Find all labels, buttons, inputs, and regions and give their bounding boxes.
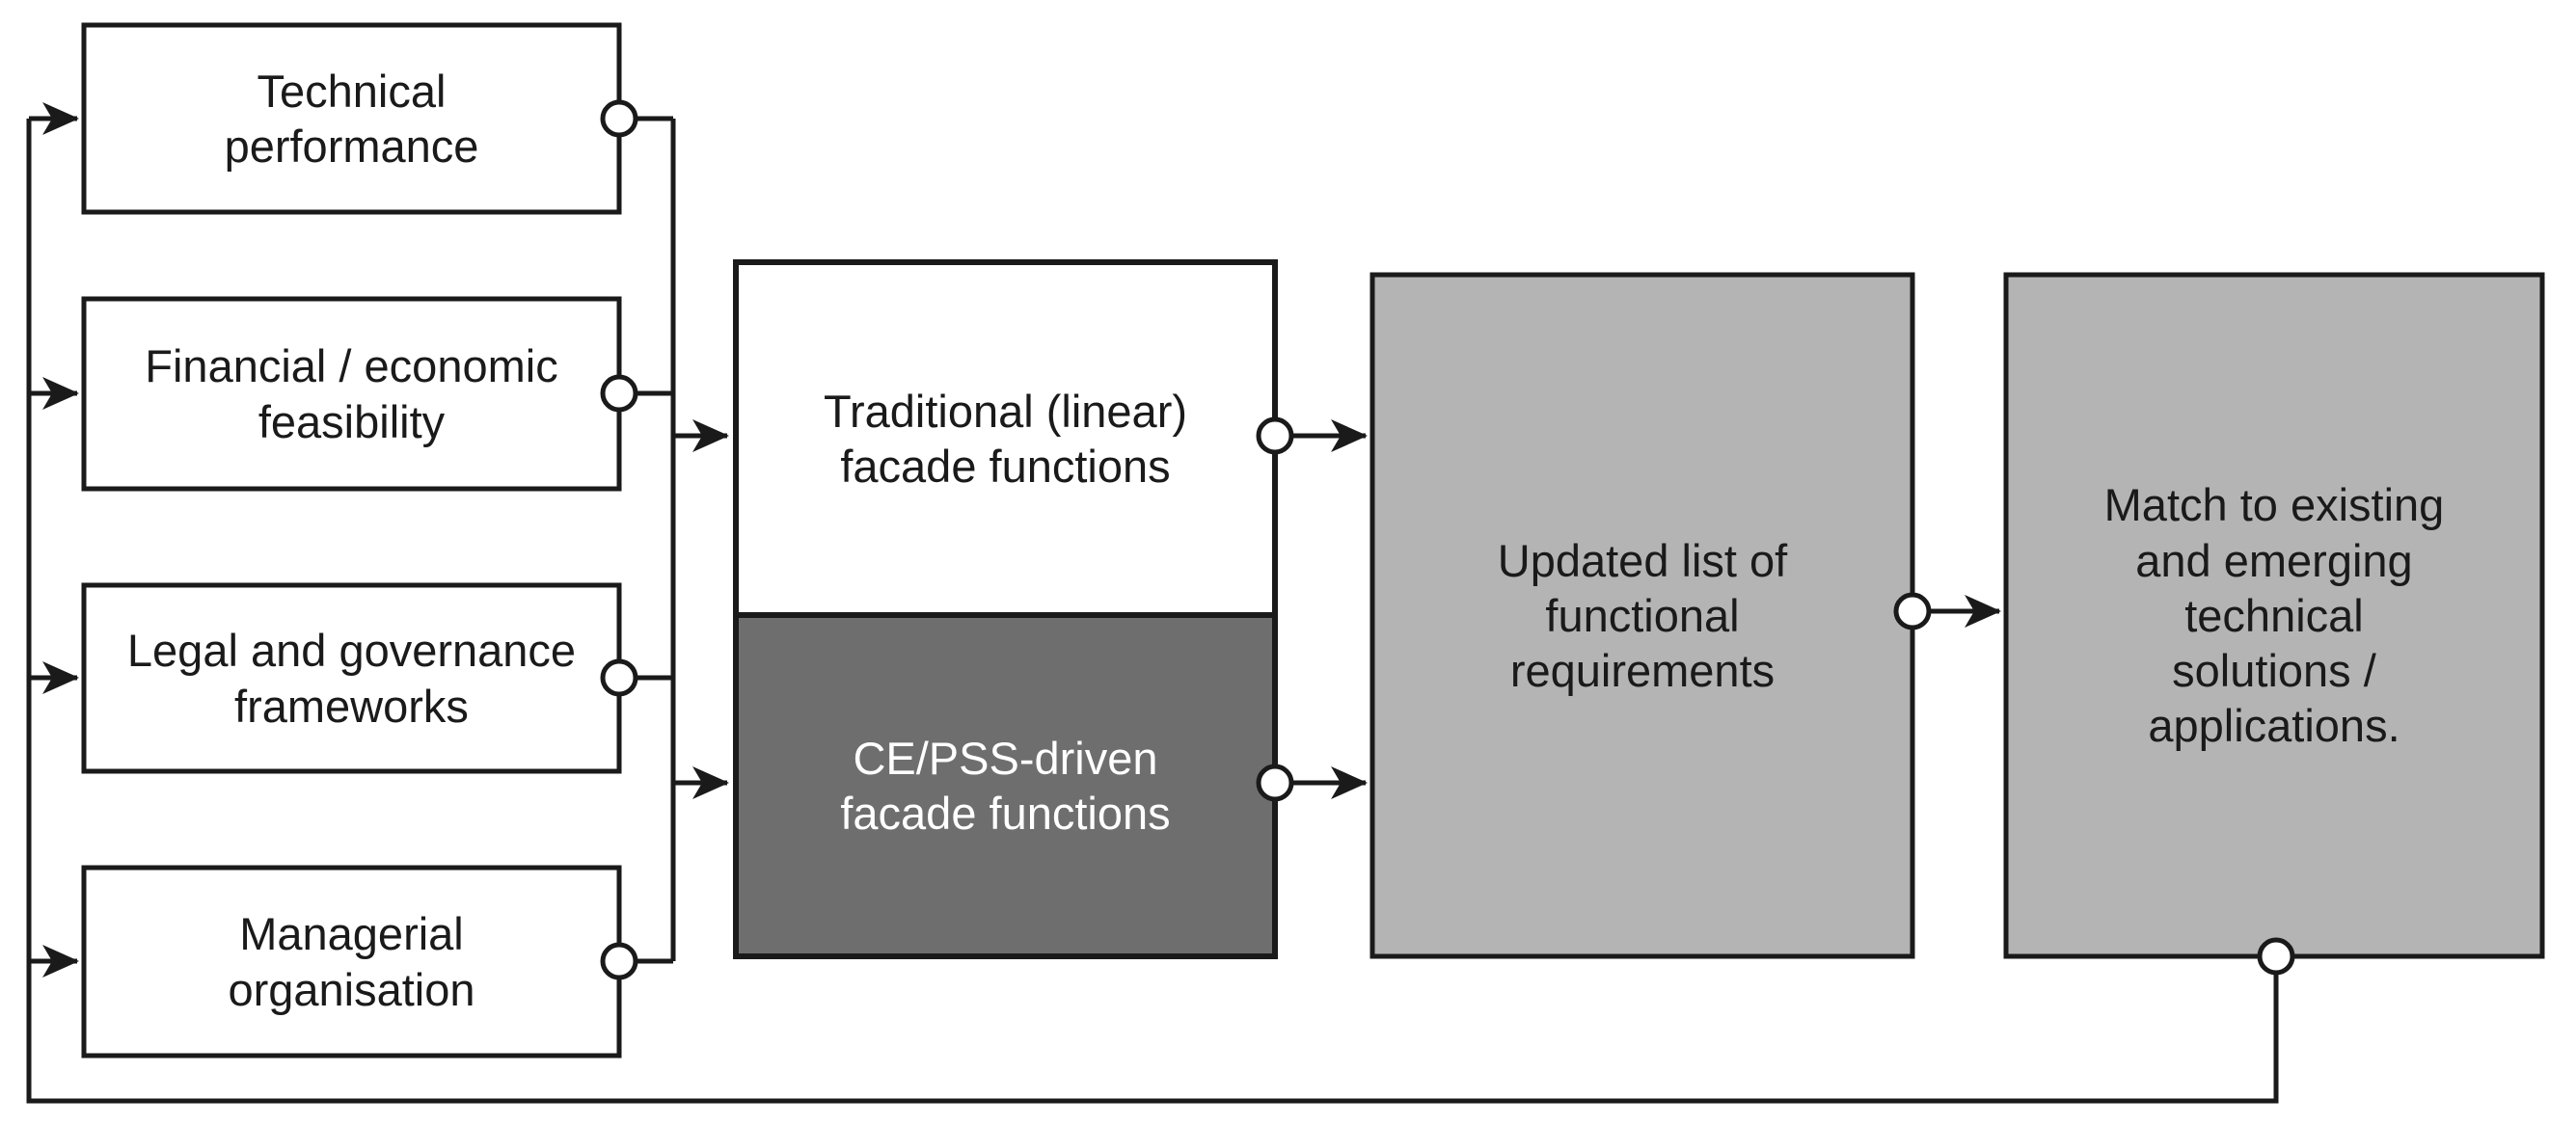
cepss-functions-box xyxy=(733,612,1278,959)
match-box xyxy=(2003,272,2545,959)
port-circle-legal-governance xyxy=(600,658,638,697)
legal-governance-box xyxy=(81,582,622,774)
updated-list-box xyxy=(1369,272,1915,959)
port-circle-updated-list xyxy=(1893,592,1932,630)
port-circle-cepss-functions xyxy=(1256,764,1294,802)
port-circle-match-feedback xyxy=(2257,937,2295,976)
port-circle-managerial xyxy=(600,942,638,980)
port-circle-financial-economic xyxy=(600,374,638,413)
feedback-loop-line xyxy=(26,119,2279,1104)
managerial-box xyxy=(81,865,622,1059)
financial-economic-box xyxy=(81,296,622,492)
technical-performance-box xyxy=(81,22,622,215)
port-circle-traditional-functions xyxy=(1256,416,1294,455)
port-circle-technical-performance xyxy=(600,99,638,138)
